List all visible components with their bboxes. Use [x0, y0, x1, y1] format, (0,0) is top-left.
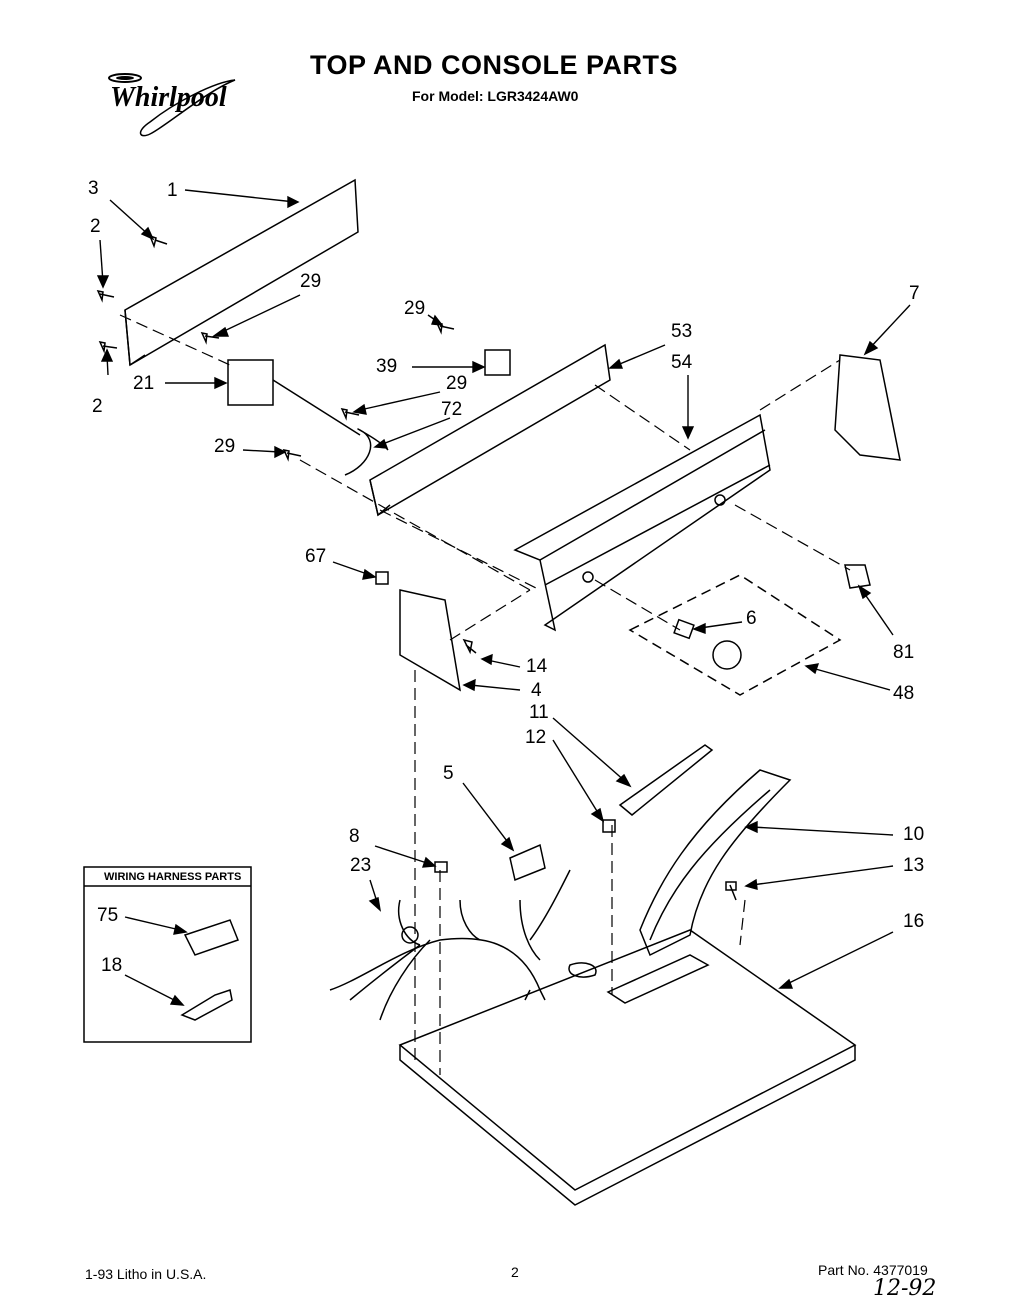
- callout-1: 1: [167, 180, 178, 201]
- callout-54: 54: [671, 352, 693, 373]
- part-connector-5: [509, 843, 546, 882]
- part-console-panel: [513, 413, 771, 632]
- callout-3: 3: [88, 178, 99, 199]
- wiring-box-title: WIRING HARNESS PARTS: [104, 871, 242, 883]
- callout-23: 23: [350, 855, 372, 876]
- part-clip: [484, 349, 511, 376]
- callout-29: 29: [404, 298, 426, 319]
- callout-2: 2: [92, 396, 103, 417]
- part-control-bracket: [369, 343, 611, 517]
- part-number: Part No. 4377019: [818, 1262, 928, 1278]
- callout-81: 81: [893, 642, 915, 663]
- part-clip-12: [602, 819, 616, 833]
- part-clip-67: [375, 571, 389, 585]
- callout-53: 53: [671, 321, 693, 342]
- screw-icons: [96, 234, 737, 901]
- callout-14: 14: [526, 656, 548, 677]
- page-number: 2: [511, 1264, 519, 1280]
- callout-6: 6: [746, 608, 757, 629]
- callout-16: 16: [903, 911, 925, 932]
- part-rear-bracket: [124, 178, 359, 367]
- brand-wordmark: Whirlpool: [110, 82, 227, 113]
- footer-litho: 1-93 Litho in U.S.A.: [85, 1266, 207, 1282]
- part-knob: [844, 564, 871, 589]
- part-end-cap: [834, 354, 901, 461]
- callout-2: 2: [90, 216, 101, 237]
- callout-13: 13: [903, 855, 925, 876]
- callout-21: 21: [133, 373, 155, 394]
- model-subtitle: For Model: LGR3424AW0: [412, 88, 579, 104]
- callout-12: 12: [525, 727, 547, 748]
- callout-10: 10: [903, 824, 925, 845]
- callout-7: 7: [909, 283, 920, 304]
- whirlpool-logo: [108, 73, 236, 137]
- callout-75: 75: [97, 905, 119, 926]
- callout-48: 48: [893, 683, 915, 704]
- part-end-cap-4: [399, 589, 462, 692]
- callout-4: 4: [531, 680, 542, 701]
- part-knob-assembly: [628, 574, 842, 696]
- callout-18: 18: [101, 955, 123, 976]
- callout-67: 67: [305, 546, 327, 567]
- part-timer: [227, 359, 274, 406]
- callout-39: 39: [376, 356, 398, 377]
- callout-29: 29: [214, 436, 236, 457]
- part-clip-8: [434, 861, 448, 873]
- part-bracket-11: [618, 744, 714, 816]
- page-title: TOP AND CONSOLE PARTS: [310, 50, 679, 80]
- callout-11: 11: [529, 702, 549, 723]
- part-wire: [344, 428, 389, 476]
- handwritten-date: 12-92: [873, 1276, 937, 1301]
- wiring-harness-box: [83, 866, 252, 1043]
- callout-5: 5: [443, 763, 454, 784]
- part-lint-slot: [606, 954, 710, 1004]
- part-wiring-harness: [329, 869, 571, 1021]
- callout-29: 29: [446, 373, 468, 394]
- callout-72: 72: [441, 399, 463, 420]
- part-burner-shield: [639, 769, 792, 957]
- callout-29: 29: [300, 271, 322, 292]
- callout-8: 8: [349, 826, 360, 847]
- part-dryer-top: [398, 929, 857, 1191]
